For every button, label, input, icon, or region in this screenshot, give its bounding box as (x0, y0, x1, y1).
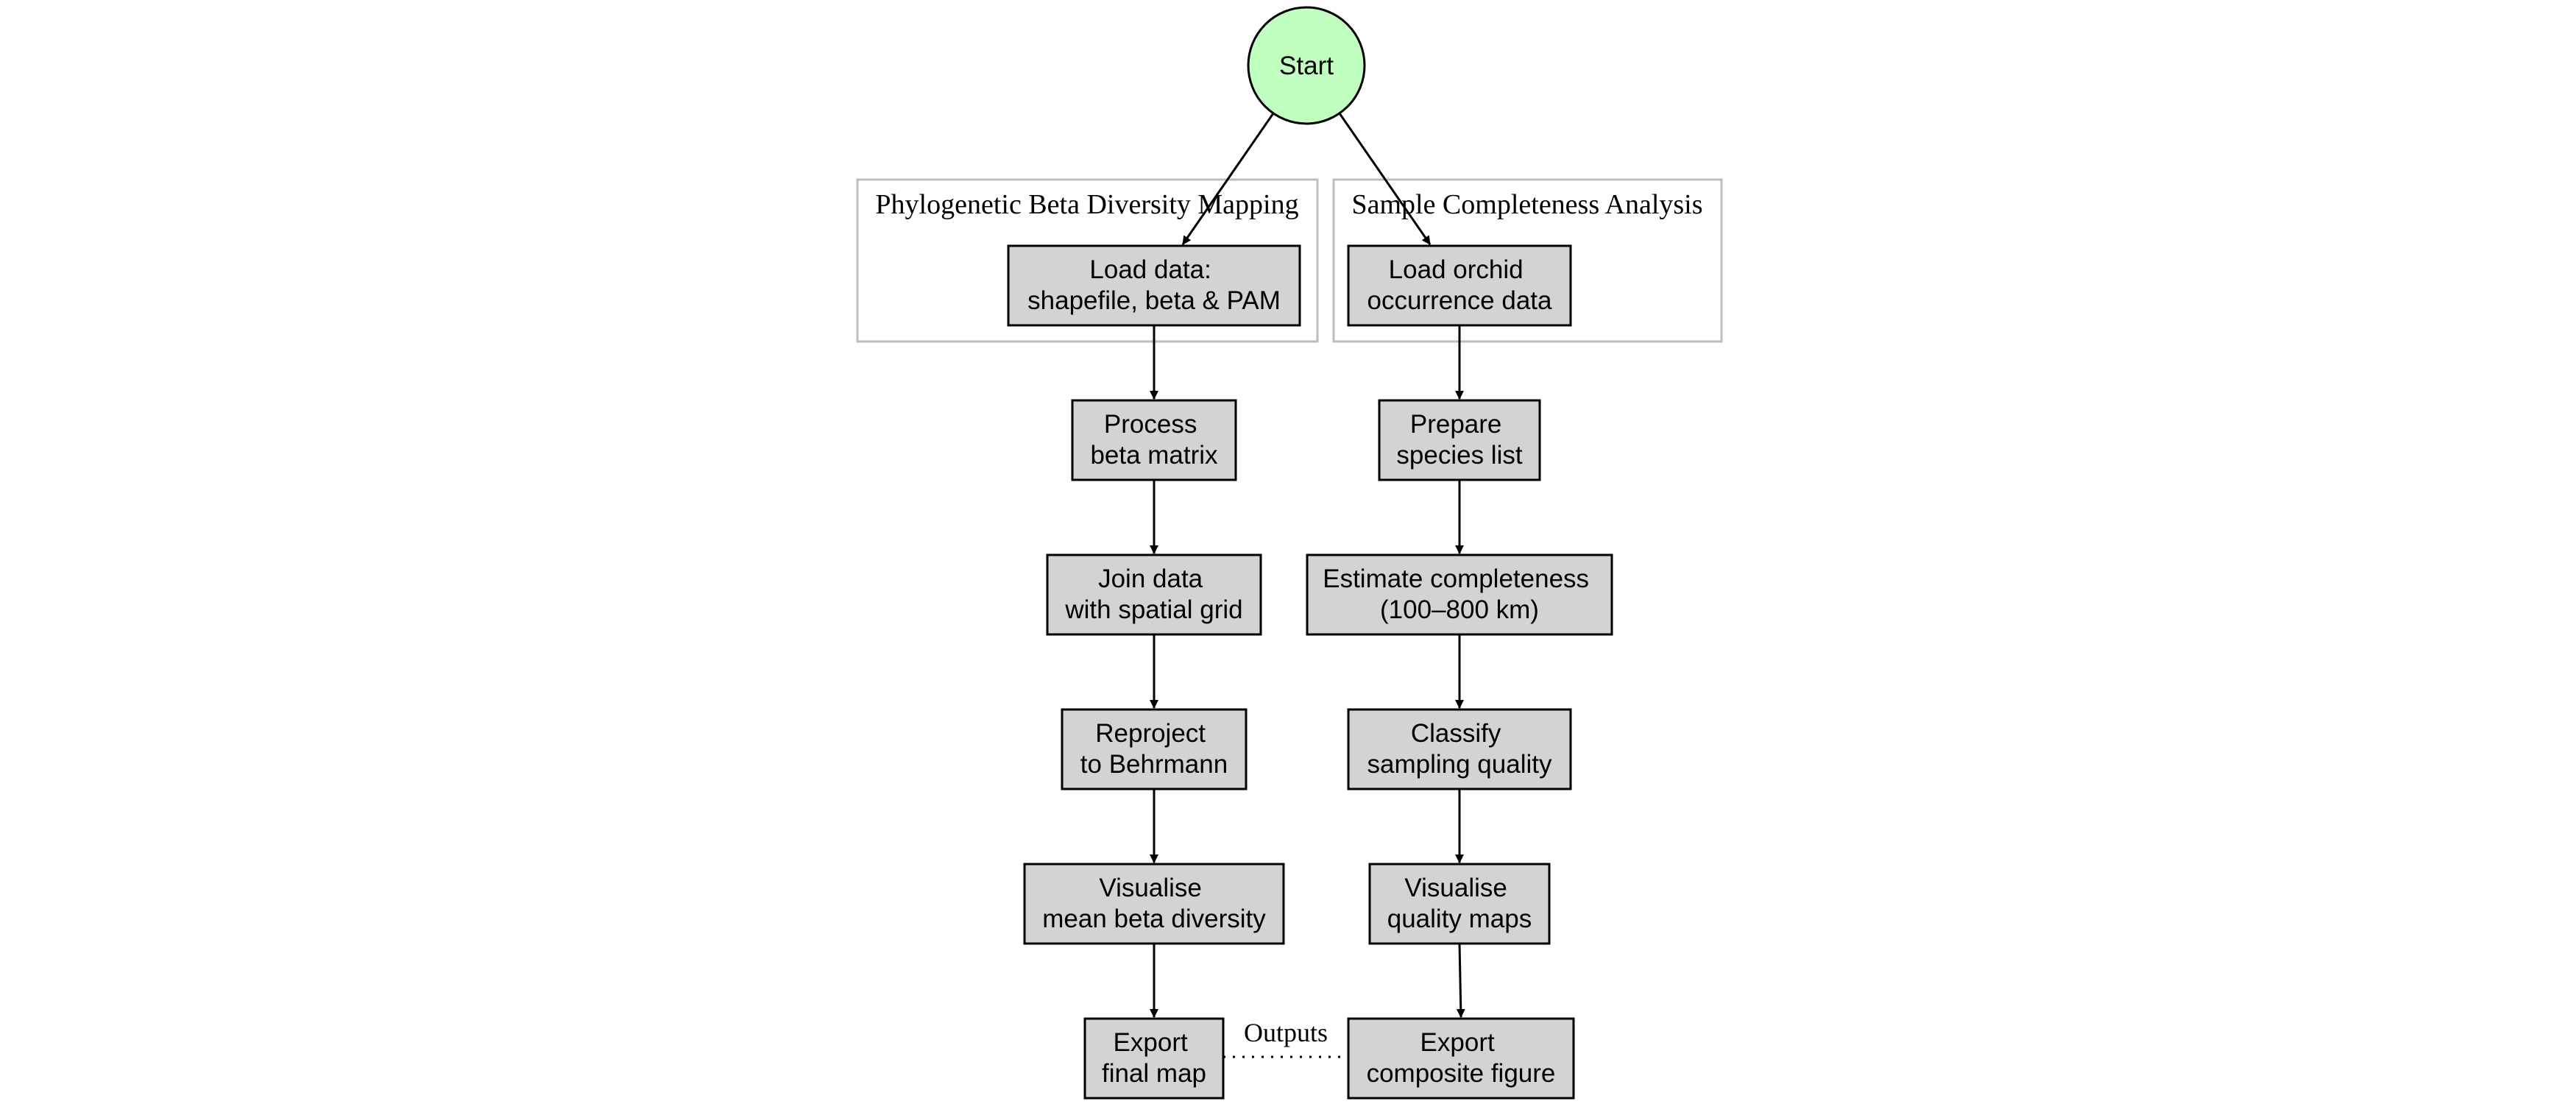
node-visualise-quality: Visualise quality maps (1368, 863, 1551, 945)
start-label: Start (1279, 52, 1334, 80)
node-label: Prepare species list (1396, 410, 1522, 470)
node-label-line1: Visualise (1099, 874, 1201, 902)
node-label: Visualise mean beta diversity (1042, 874, 1266, 933)
cluster-beta-box (856, 178, 1319, 343)
node-label-line2: occurrence data (1367, 286, 1553, 315)
node-label-line1: Join data (1098, 565, 1203, 593)
node-classify-quality: Classify sampling quality (1347, 708, 1572, 790)
node-export-composite: Export composite figure (1347, 1017, 1575, 1100)
node-load-orchid: Load orchid occurrence data (1347, 244, 1572, 327)
node-prepare-species-list: Prepare species list (1378, 399, 1541, 481)
start-node: Start (1247, 6, 1366, 125)
node-label-line1: Export (1420, 1028, 1495, 1057)
node-load-data: Load data: shapefile, beta & PAM (1007, 244, 1301, 327)
cluster-completeness-title: Sample Completeness Analysis (1351, 189, 1702, 220)
node-label-line2: composite figure (1367, 1059, 1556, 1088)
node-export-final-map: Export final map (1083, 1017, 1225, 1100)
node-label-line1: Process (1104, 410, 1197, 439)
start-circle (1247, 6, 1366, 125)
outputs-edge-label: Outputs (1244, 1018, 1328, 1047)
node-label: Join data with spatial grid (1064, 565, 1242, 624)
edge-start-to-load-orchid (1338, 113, 1432, 245)
edge-right-5-6 (1456, 943, 1465, 1018)
node-label-line2: species list (1396, 441, 1522, 470)
edge-start-to-load-data (1181, 113, 1275, 245)
node-process-beta-matrix: Process beta matrix (1071, 399, 1237, 481)
node-label: Reproject to Behrmann (1080, 719, 1228, 779)
node-label-line2: quality maps (1387, 905, 1532, 933)
node-label-line2: to Behrmann (1080, 750, 1228, 779)
node-label-line2: final map (1102, 1059, 1206, 1088)
edges (1150, 113, 1465, 1058)
node-label-line1: Prepare (1410, 410, 1502, 439)
node-label-line2: mean beta diversity (1042, 905, 1266, 933)
node-label: Load orchid occurrence data (1367, 255, 1553, 315)
left-column: Load data: shapefile, beta & PAM Process… (1007, 244, 1301, 1100)
node-label-line1: Estimate completeness (1323, 565, 1589, 593)
node-label-line2: sampling quality (1367, 750, 1552, 779)
node-join-data: Join data with spatial grid (1046, 553, 1262, 636)
node-label-line1: Load data: (1089, 255, 1211, 284)
node-label-line1: Load orchid (1389, 255, 1524, 284)
node-label-line2: with spatial grid (1064, 595, 1242, 624)
node-estimate-completeness: Estimate completeness (100–800 km) (1306, 553, 1613, 636)
node-label: Export final map (1102, 1028, 1206, 1088)
cluster-beta-title: Phylogenetic Beta Diversity Mapping (875, 189, 1298, 220)
node-label: Process beta matrix (1090, 410, 1218, 470)
node-visualise-beta: Visualise mean beta diversity (1023, 863, 1285, 945)
node-label-line1: Export (1114, 1028, 1188, 1057)
node-label-line1: Visualise (1404, 874, 1507, 902)
node-label: Estimate completeness (100–800 km) (1323, 565, 1596, 624)
node-label-line2: shapefile, beta & PAM (1027, 286, 1281, 315)
node-label-line1: Classify (1411, 719, 1501, 748)
node-label: Export composite figure (1367, 1028, 1556, 1088)
cluster-completeness-box (1332, 178, 1723, 343)
node-label-line2: beta matrix (1090, 441, 1218, 470)
node-label: Classify sampling quality (1367, 719, 1552, 779)
right-column: Load orchid occurrence data Prepare spec… (1306, 244, 1613, 1100)
node-reproject: Reproject to Behrmann (1061, 708, 1248, 790)
node-label: Visualise quality maps (1387, 874, 1532, 933)
node-label-line2: (100–800 km) (1380, 595, 1539, 624)
node-label: Load data: shapefile, beta & PAM (1027, 255, 1281, 315)
cluster-beta-diversity: Phylogenetic Beta Diversity Mapping (856, 178, 1319, 343)
node-label-line1: Reproject (1095, 719, 1206, 748)
